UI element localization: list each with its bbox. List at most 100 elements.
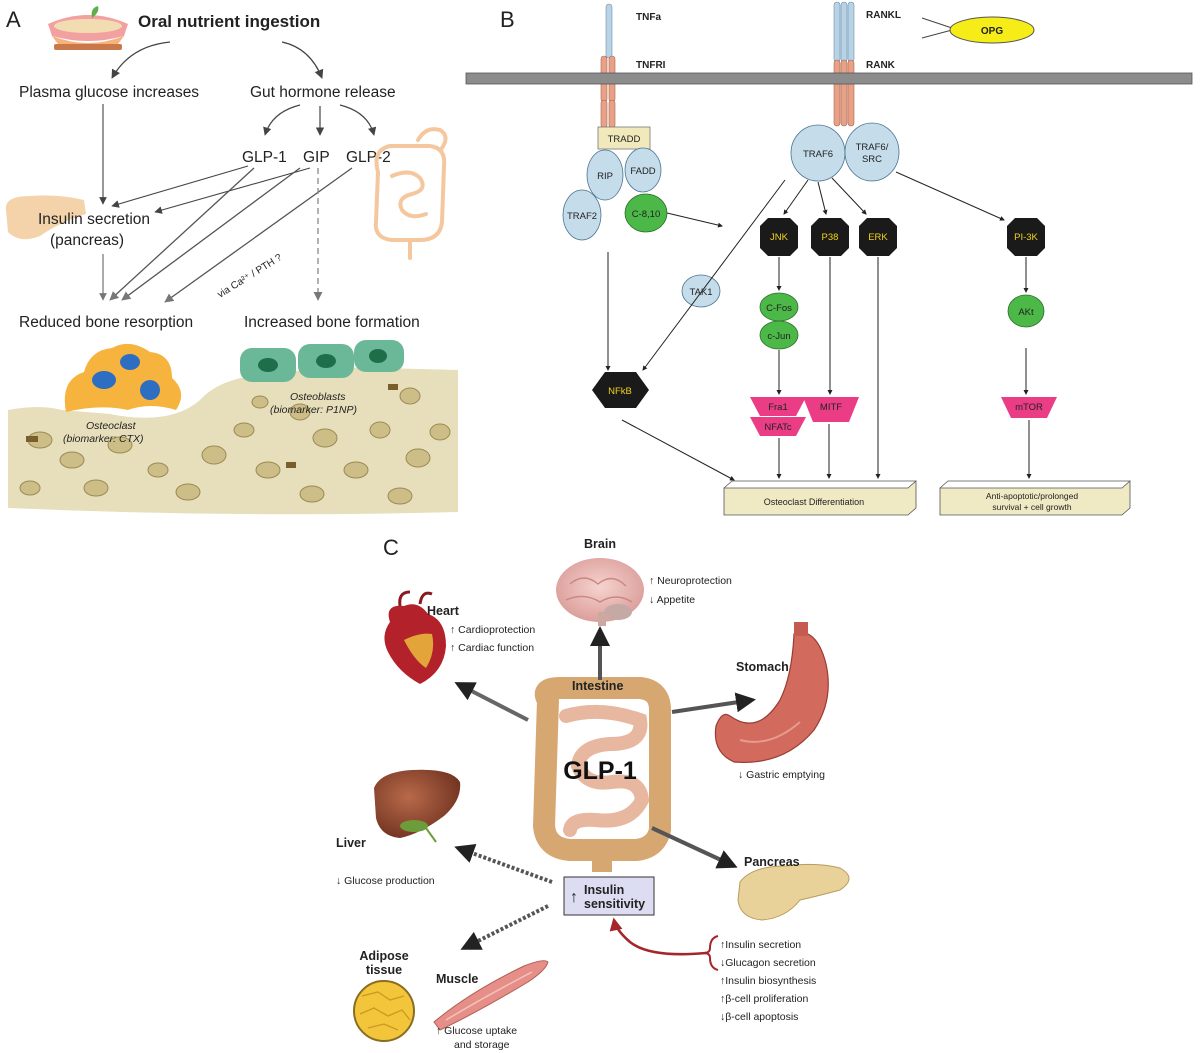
erk-label: ERK (868, 232, 888, 243)
opg-line-2 (921, 29, 953, 39)
nfatc-node (750, 417, 806, 436)
traf2-node (562, 189, 602, 241)
arrow-glp1-resorption (109, 167, 255, 301)
anti-apoptotic-label-1: Anti-apoptotic/prolonged (986, 491, 1078, 501)
insulin-sensitivity-box (563, 876, 655, 916)
traf6-src-node (844, 122, 900, 182)
jnk-label: JNK (770, 232, 789, 243)
pi3k-label: PI-3K (1014, 232, 1038, 243)
panel-b-label: B (500, 7, 515, 32)
pancreas-effect-3: ↑Insulin biosynthesis (720, 975, 816, 987)
food-bowl-icon (48, 6, 128, 50)
pathway-arrows (605, 171, 1032, 481)
tnfri-label: TNFRI (636, 60, 666, 71)
insulin-sensitivity-label-2: sensitivity (584, 897, 645, 911)
red-brace (703, 935, 719, 971)
glp1-center-label: GLP-1 (563, 757, 637, 785)
panel-a: A Oral nutrient ingestion Plasma glucose… (5, 6, 458, 515)
jnk-node: JNK (760, 218, 798, 256)
fra1-node (750, 397, 806, 416)
fadd-label: FADD (630, 166, 655, 177)
opg-label: OPG (981, 26, 1003, 37)
muscle-effect-1: ↑ Glucose uptake (436, 1025, 517, 1037)
mitf-label: MITF (820, 402, 842, 413)
pancreas-effect-4: ↑β-cell proliferation (720, 993, 808, 1005)
heart-effect-2: ↑ Cardiac function (450, 642, 534, 654)
rank-label: RANK (866, 60, 896, 71)
mtor-node (1001, 397, 1057, 418)
arrow-to-gut-hormone (281, 41, 324, 79)
brain-label: Brain (584, 537, 616, 551)
arrow-gip-insulin (154, 167, 311, 214)
oral-nutrient-title: Oral nutrient ingestion (138, 12, 320, 31)
stomach-icon (714, 622, 829, 763)
tnf-receptor (600, 3, 616, 129)
osteoclast-text: Osteoclast (86, 420, 137, 432)
heart-label: Heart (427, 604, 460, 618)
p38-node: P38 (811, 218, 849, 256)
reduced-resorption-text: Reduced bone resorption (19, 314, 193, 331)
gip-text: GIP (303, 149, 330, 166)
mitf-node (803, 397, 859, 422)
insulin-up-arrow: ↑ (570, 889, 578, 906)
opg-node (949, 16, 1035, 44)
traf6-src-label-2: SRC (862, 154, 882, 165)
cjun-label: c-Jun (767, 331, 790, 342)
brain-icon (556, 558, 644, 626)
adipose-label-2: tissue (366, 963, 402, 977)
adipose-icon (353, 980, 415, 1042)
panel-c: C Brain ↑ Neuroprotection ↓ Appetite Hea… (336, 535, 850, 1051)
panel-c-label: C (383, 535, 399, 560)
traf2-label: TRAF2 (567, 211, 597, 222)
bone-illustration (8, 367, 458, 515)
panel-a-label: A (6, 7, 21, 32)
osteoblasts-text: Osteoblasts (290, 391, 346, 403)
cjun-node (759, 320, 799, 350)
opg-line-1 (921, 17, 953, 29)
rip-node (586, 149, 624, 201)
intestine-outline-icon (373, 127, 448, 260)
nfatc-label: NFATc (764, 422, 792, 433)
osteoclast-differentiation-box: Osteoclast Differentiation (723, 480, 917, 516)
muscle-icon (433, 960, 549, 1031)
fra1-label: Fra1 (768, 402, 788, 413)
stomach-effect-1: ↓ Gastric emptying (738, 769, 825, 781)
osteoclast-diff-label: Osteoclast Differentiation (764, 497, 864, 507)
anti-apoptotic-label-2: survival + cell growth (992, 502, 1071, 512)
pi3k-node: PI-3K (1007, 218, 1045, 256)
arrow-gip-resorption (121, 167, 301, 301)
liver-effect-1: ↓ Glucose production (336, 875, 435, 887)
nfkb-node (592, 372, 649, 408)
pancreas-icon (5, 195, 87, 240)
pancreas-c-icon (737, 863, 850, 921)
pancreas-label: Pancreas (744, 855, 800, 869)
tak1-node (681, 274, 721, 308)
adipose-label-1: Adipose (359, 949, 408, 963)
heart-effect-1: ↑ Cardioprotection (450, 624, 535, 636)
tradd-node (597, 126, 651, 150)
arrow-to-glp1 (263, 104, 301, 136)
brain-effect-1: ↑ Neuroprotection (649, 575, 732, 587)
heart-icon (384, 590, 446, 684)
osteoclast-cell (64, 343, 182, 412)
erk-node: ERK (859, 218, 897, 256)
pancreas-effects: ↑Insulin secretion ↓Glucagon secretion ↑… (720, 939, 816, 1023)
stomach-label: Stomach (736, 660, 789, 674)
osteoclast-marker-text: (biomarker: CTX) (63, 433, 144, 445)
muscle-effect-2: and storage (454, 1039, 510, 1051)
rank-receptor (833, 1, 855, 127)
traf6-src-label-1: TRAF6/ (856, 142, 889, 153)
glp1-text: GLP-1 (242, 149, 287, 166)
rip-label: RIP (597, 171, 613, 182)
pancreas-effect-1: ↑Insulin secretion (720, 939, 801, 951)
arrow-glp2-resorption (164, 167, 353, 303)
red-feedback-arrow (609, 917, 707, 956)
traf6-label: TRAF6 (803, 149, 833, 160)
rankl-label: RANKL (866, 10, 901, 21)
p38-label: P38 (822, 232, 839, 243)
tradd-label: TRADD (608, 134, 641, 145)
caspase-label: C-8,10 (632, 209, 661, 220)
insulin-sensitivity-label-1: Insulin (584, 883, 624, 897)
anti-apoptotic-box: Anti-apoptotic/prolonged survival + cell… (939, 480, 1131, 516)
